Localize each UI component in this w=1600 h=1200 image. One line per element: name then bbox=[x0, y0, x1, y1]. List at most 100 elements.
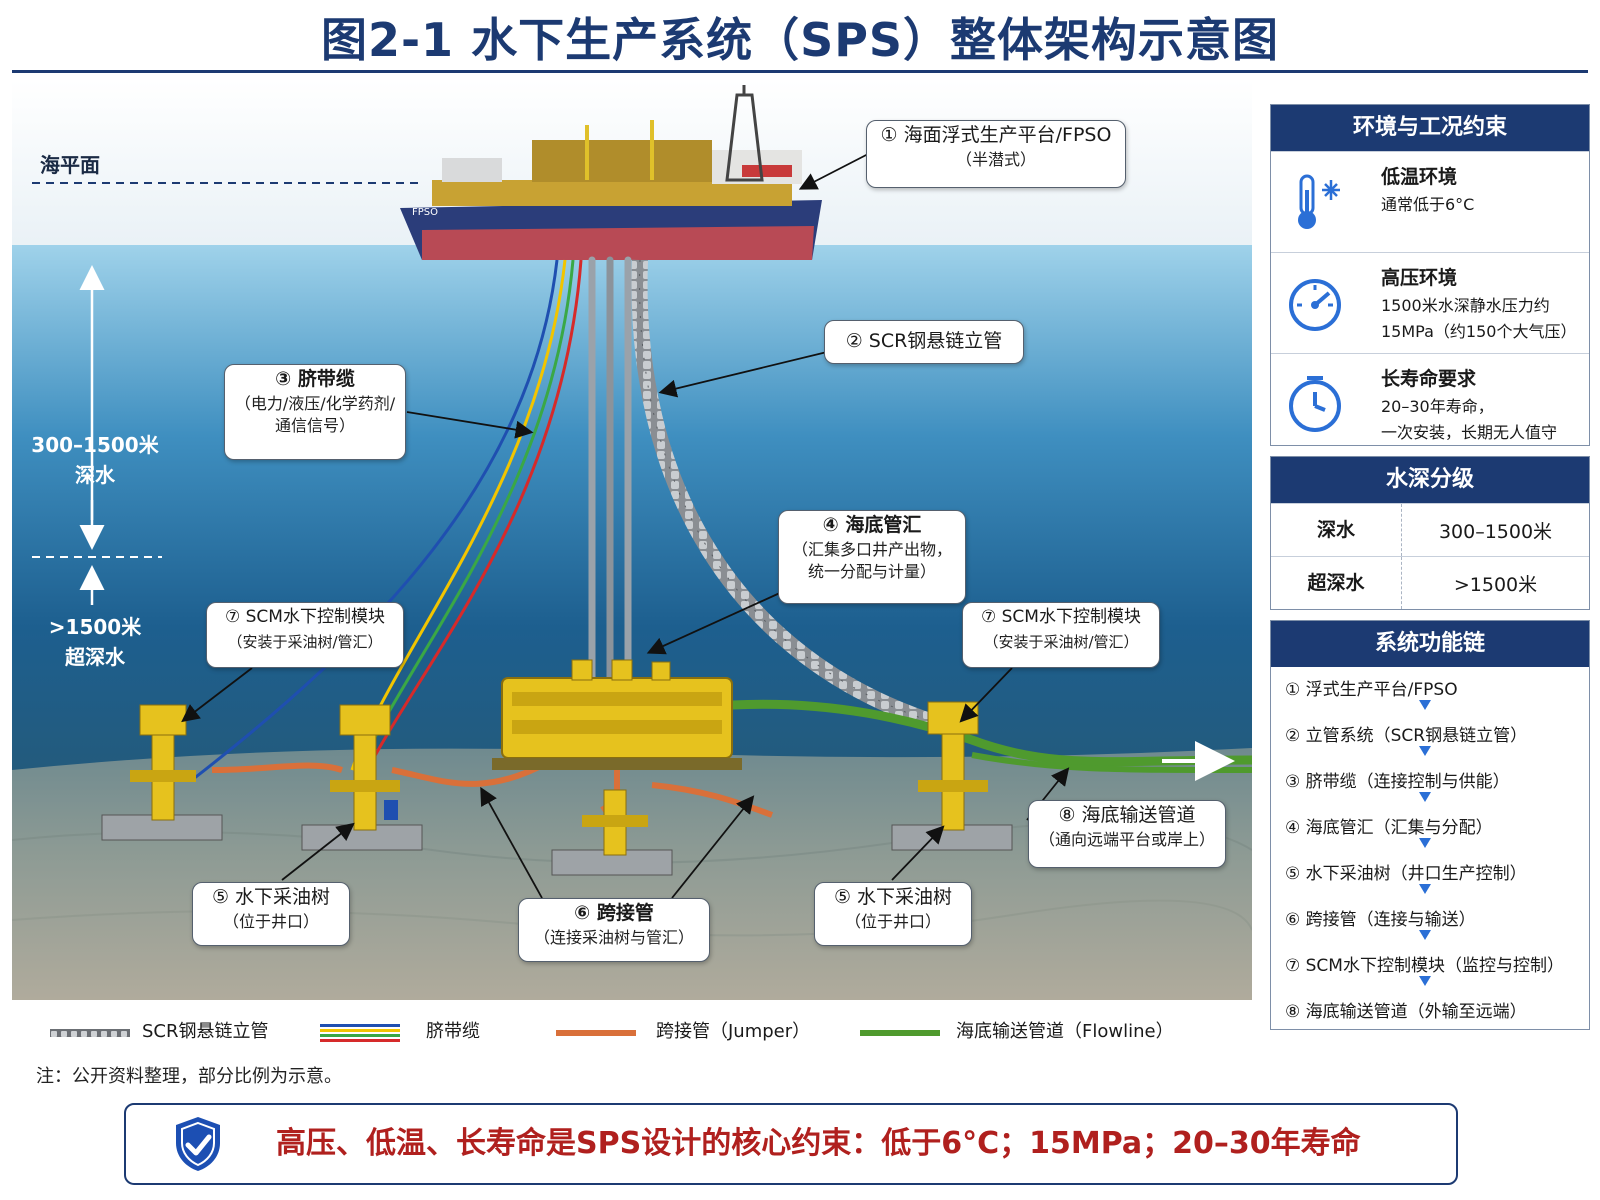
env-item-high-pressure-title: 高压环境 bbox=[1381, 267, 1458, 289]
subsea-scene: FPSO bbox=[11, 80, 1253, 1000]
callout-umbilical: ③ 脐带缆 （电力/液压/化学药剂/ 通信信号） bbox=[224, 364, 406, 460]
callout-umbilical-sub1: （电力/液压/化学药剂/ bbox=[234, 394, 396, 413]
pressure-gauge-icon bbox=[1289, 279, 1341, 331]
subsea-tree-right bbox=[891, 701, 1013, 851]
legend-flowline-label: 海底输送管道（Flowline） bbox=[956, 1021, 1174, 1042]
environment-panel: 环境与工况约束 低温环境 通常低于6°C 高压环境 1500米水深静水压力约 1… bbox=[1270, 104, 1590, 446]
callout-leaders bbox=[181, 151, 1070, 899]
chain-item-5: ⑤ 水下采油树（井口生产控制） bbox=[1285, 864, 1527, 884]
callout-flowline-sub: （通向远端平台或岸上） bbox=[1038, 830, 1215, 849]
legend-umbilical-swatch bbox=[320, 1024, 400, 1042]
env-item-long-life-desc-2: 一次安装，长期无人值守 bbox=[1381, 423, 1558, 442]
clock-icon bbox=[1289, 376, 1341, 432]
scr-steel-catenary-riser bbox=[631, 259, 945, 733]
chain-item-6: ⑥ 跨接管（连接与输送） bbox=[1285, 910, 1476, 930]
chain-item: ③ 脐带缆（连接控制与供能） bbox=[1271, 759, 1589, 805]
legend: SCR钢悬链立管 脐带缆 跨接管（Jumper） 海底输送管道（Flowline… bbox=[50, 1012, 1230, 1052]
chain-arrow-icon bbox=[1419, 700, 1431, 710]
page-title: 图2-1 水下生产系统（SPS）整体架构示意图 bbox=[320, 13, 1280, 67]
callout-scr: ② SCR钢悬链立管 bbox=[824, 320, 1024, 364]
chain-arrow-icon bbox=[1419, 930, 1431, 940]
callout-flowline: ⑧ 海底输送管道 （通向远端平台或岸上） bbox=[1028, 800, 1226, 868]
env-item-high-pressure-desc: 1500米水深静水压力约 15MPa（约150个大气压） bbox=[1381, 293, 1576, 345]
callout-tree-right-sub: （位于井口） bbox=[844, 912, 941, 931]
deep-water-range: 300–1500米 bbox=[31, 433, 159, 457]
callout-umbilical-title: ③ 脐带缆 bbox=[275, 368, 355, 390]
subsea-tree-left-2 bbox=[301, 704, 423, 851]
ultra-deep-name: 超深水 bbox=[65, 645, 125, 669]
callout-umbilical-sub2: 通信信号） bbox=[274, 416, 355, 435]
deep-water-label: 300–1500米 深水 bbox=[20, 430, 170, 490]
callout-tree-right-title: ⑤ 水下采油树 bbox=[833, 886, 953, 908]
depth-row-deep-name: 深水 bbox=[1271, 504, 1402, 556]
callout-scm-right: ⑦ SCM水下控制模块 （安装于采油树/管汇） bbox=[962, 602, 1160, 668]
chain-item-1: ① 浮式生产平台/FPSO bbox=[1285, 680, 1458, 700]
chain-item: ① 浮式生产平台/FPSO bbox=[1271, 667, 1589, 713]
banner-text: 高压、低温、长寿命是SPS设计的核心约束：低于6°C；15MPa；20–30年寿… bbox=[276, 1126, 1361, 1161]
env-item-long-life-desc: 20–30年寿命， 一次安装，长期无人值守 bbox=[1381, 394, 1557, 446]
legend-umbilical-label: 脐带缆 bbox=[426, 1021, 480, 1042]
legend-scr-swatch bbox=[50, 1029, 130, 1037]
subsea-tree-left-1 bbox=[101, 704, 223, 841]
callout-tree-left-title: ⑤ 水下采油树 bbox=[211, 886, 331, 908]
fpso-hull-text: FPSO bbox=[412, 207, 438, 218]
sea-level-label: 海平面 bbox=[40, 153, 100, 177]
chain-arrow-icon bbox=[1419, 976, 1431, 986]
environment-panel-header: 环境与工况约束 bbox=[1271, 105, 1589, 151]
callout-scr-title: ② SCR钢悬链立管 bbox=[845, 330, 1003, 352]
chain-item-3: ③ 脐带缆（连接控制与供能） bbox=[1285, 772, 1510, 792]
env-item-high-pressure: 高压环境 1500米水深静水压力约 15MPa（约150个大气压） bbox=[1271, 252, 1589, 353]
callout-tree-left-sub: （位于井口） bbox=[222, 912, 319, 931]
vertical-risers bbox=[588, 256, 632, 684]
callout-fpso-title: ① 海面浮式生产平台/FPSO bbox=[880, 124, 1112, 146]
chain-arrow-icon bbox=[1419, 884, 1431, 894]
callout-manifold-title: ④ 海底管汇 bbox=[822, 514, 922, 536]
depth-panel-header: 水深分级 bbox=[1271, 457, 1589, 503]
fpso-vessel: FPSO bbox=[400, 85, 822, 260]
legend-flowline-swatch bbox=[860, 1030, 940, 1036]
env-item-low-temp: 低温环境 通常低于6°C bbox=[1271, 151, 1589, 252]
callout-scm-right-sub: （安装于采油树/管汇） bbox=[983, 633, 1139, 651]
env-item-high-pressure-desc-2: 15MPa（约150个大气压） bbox=[1381, 322, 1577, 341]
callout-manifold-sub1: （汇集多口井产出物， bbox=[791, 540, 952, 559]
callout-manifold: ④ 海底管汇 （汇集多口井产出物， 统一分配与计量） bbox=[778, 510, 966, 604]
callout-tree-right: ⑤ 水下采油树 （位于井口） bbox=[814, 882, 972, 946]
callout-jumper-sub: （连接采油树与管汇） bbox=[533, 928, 694, 947]
ultra-deep-water-label: >1500米 超深水 bbox=[20, 612, 170, 672]
callout-jumper: ⑥ 跨接管 （连接采油树与管汇） bbox=[518, 898, 710, 962]
chain-item-2: ② 立管系统（SCR钢悬链立管） bbox=[1285, 726, 1528, 746]
depth-row-ultra: 超深水 >1500米 bbox=[1271, 556, 1589, 609]
subsea-tree-center bbox=[551, 789, 673, 876]
callout-jumper-title: ⑥ 跨接管 bbox=[574, 902, 654, 924]
chain-item: ⑧ 海底输送管道（外输至远端） bbox=[1271, 989, 1589, 1035]
env-item-low-temp-title: 低温环境 bbox=[1381, 166, 1458, 188]
chain-item: ⑦ SCM水下控制模块（监控与控制） bbox=[1271, 943, 1589, 989]
shield-check-icon bbox=[176, 1117, 220, 1171]
env-item-long-life: 长寿命要求 20–30年寿命， 一次安装，长期无人值守 bbox=[1271, 353, 1589, 454]
function-chain-header: 系统功能链 bbox=[1271, 621, 1589, 667]
callout-fpso-sub: （半潜式） bbox=[955, 150, 1036, 169]
callout-flowline-title: ⑧ 海底输送管道 bbox=[1058, 804, 1196, 826]
chain-item: ④ 海底管汇（汇集与分配） bbox=[1271, 805, 1589, 851]
title-divider bbox=[12, 70, 1588, 73]
callout-fpso: ① 海面浮式生产平台/FPSO （半潜式） bbox=[866, 120, 1126, 188]
callout-manifold-sub2: 统一分配与计量） bbox=[807, 562, 936, 581]
function-chain-panel: 系统功能链 ① 浮式生产平台/FPSO ② 立管系统（SCR钢悬链立管） ③ 脐… bbox=[1270, 620, 1590, 1030]
depth-row-deep-range: 300–1500米 bbox=[1438, 520, 1553, 543]
chain-item: ⑥ 跨接管（连接与输送） bbox=[1271, 897, 1589, 943]
env-item-long-life-desc-1: 20–30年寿命， bbox=[1381, 397, 1494, 416]
chain-item-4: ④ 海底管汇（汇集与分配） bbox=[1285, 818, 1493, 838]
thermometer-snowflake-icon bbox=[1298, 174, 1340, 229]
ultra-deep-range: >1500米 bbox=[48, 615, 142, 639]
callout-scm-left-sub: （安装于采油树/管汇） bbox=[227, 633, 383, 651]
legend-jumper-label: 跨接管（Jumper） bbox=[656, 1021, 811, 1042]
callout-scm-right-title: ⑦ SCM水下控制模块 bbox=[981, 607, 1141, 627]
callout-scm-left: ⑦ SCM水下控制模块 （安装于采油树/管汇） bbox=[206, 602, 404, 668]
legend-jumper-swatch bbox=[556, 1030, 636, 1036]
env-item-long-life-title: 长寿命要求 bbox=[1381, 368, 1477, 390]
depth-row-ultra-name: 超深水 bbox=[1271, 557, 1402, 609]
chain-item: ⑤ 水下采油树（井口生产控制） bbox=[1271, 851, 1589, 897]
deep-water-name: 深水 bbox=[75, 463, 115, 487]
env-item-low-temp-desc: 通常低于6°C bbox=[1381, 195, 1475, 214]
legend-scr-label: SCR钢悬链立管 bbox=[142, 1021, 269, 1042]
